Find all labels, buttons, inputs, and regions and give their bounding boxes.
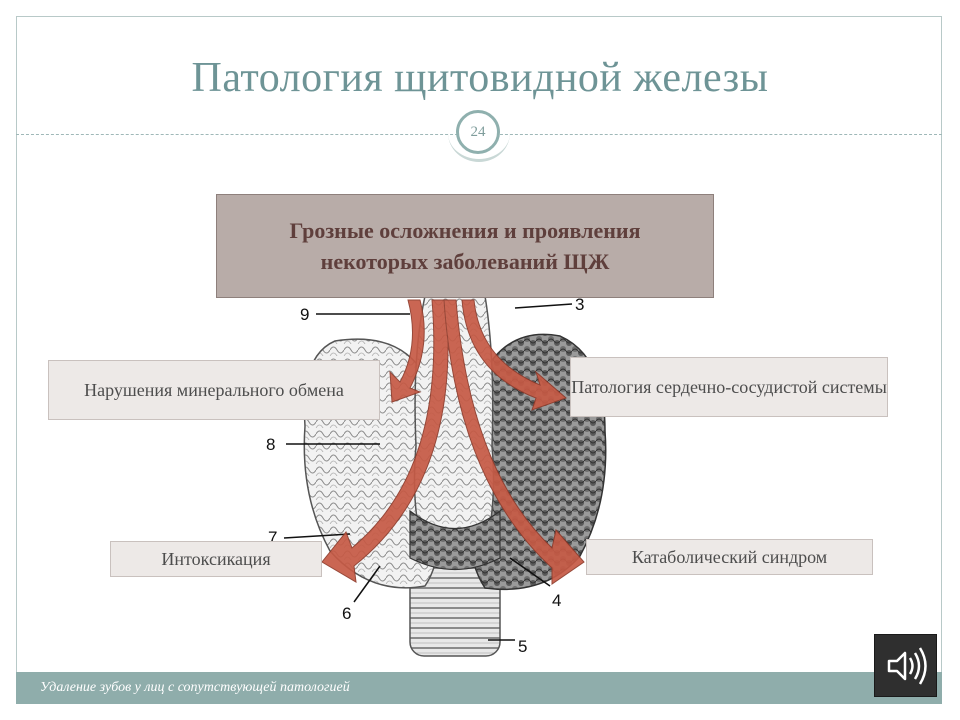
label-catabolic-syndrome: Катаболический синдром xyxy=(586,539,873,575)
label-mineral-metabolism: Нарушения минерального обмена xyxy=(48,360,380,420)
diagram-number: 6 xyxy=(342,604,351,623)
label-cardiovascular: Патология сердечно-сосудистой системы xyxy=(570,357,888,417)
arrow-to-cardio xyxy=(461,299,567,411)
isthmus xyxy=(409,509,501,571)
complications-header-box: Грозные осложнения и проявления некоторы… xyxy=(216,194,714,298)
diagram-number: 9 xyxy=(300,305,309,324)
arrow-to-mineral xyxy=(389,299,425,403)
arrow-to-catab xyxy=(443,299,585,585)
page-number-badge: 24 xyxy=(456,110,500,154)
label-intoxication: Интоксикация xyxy=(110,541,322,577)
diagram-number: 7 xyxy=(268,528,277,547)
footer-text: Удаление зубов у лиц с сопутствующей пат… xyxy=(40,680,350,695)
footer-bar xyxy=(16,672,942,704)
diagram-number: 8 xyxy=(266,435,275,454)
speaker-sound-icon xyxy=(887,647,927,685)
arrow-to-intox xyxy=(321,299,449,583)
page-title: Патология щитовидной железы xyxy=(191,55,769,101)
diagram-number: 4 xyxy=(552,591,561,610)
audio-button[interactable] xyxy=(874,634,937,697)
page-badge-ring xyxy=(448,104,510,162)
diagram-number: 3 xyxy=(575,296,584,314)
diagram-number: 5 xyxy=(518,637,527,656)
